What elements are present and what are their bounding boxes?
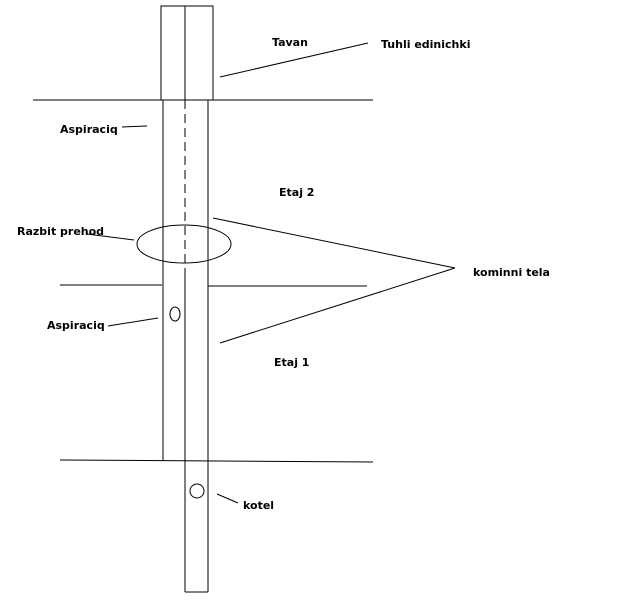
label-tuhli-edinichki: Tuhli edinichki (381, 38, 470, 51)
leader-aspiraciq-bottom (107, 317, 159, 327)
leader-tuhli-edinichki (219, 42, 369, 78)
label-kominni-tela: kominni tela (473, 266, 550, 279)
roof-unit-box (160, 5, 214, 101)
label-etaj-2: Etaj 2 (279, 186, 314, 199)
leader-kominni-tela-lower (219, 267, 456, 344)
label-tavan: Tavan (272, 36, 308, 49)
kotel-opening (189, 483, 205, 499)
leader-kominni-tela-upper (212, 217, 456, 269)
leader-kotel (216, 493, 239, 504)
leader-razbit-prehod (86, 233, 135, 241)
razbit-prehod-ellipse (136, 224, 232, 264)
label-razbit-prehod: Razbit prehod (17, 225, 104, 238)
label-etaj-1: Etaj 1 (274, 356, 309, 369)
aspiraciq-opening (169, 306, 181, 322)
leader-aspiraciq-top (121, 125, 148, 128)
label-aspiraciq-top: Aspiraciq (60, 123, 118, 136)
label-kotel: kotel (243, 499, 274, 512)
label-aspiraciq-bottom: Aspiraciq (47, 319, 105, 332)
floor-1-line (59, 459, 374, 463)
